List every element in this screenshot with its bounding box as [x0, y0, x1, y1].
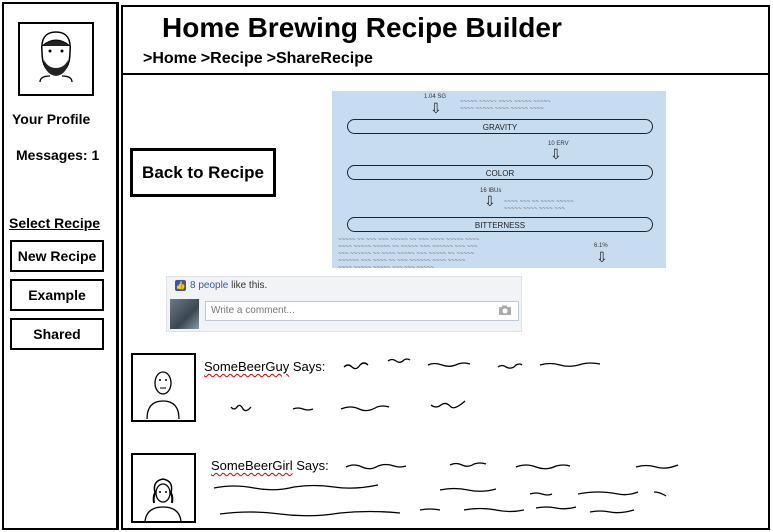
- down-arrow-icon: ⇩: [430, 100, 442, 116]
- comment-author: SomeBeerGuy Says:: [204, 359, 325, 374]
- profile-avatar[interactable]: [18, 22, 94, 96]
- back-to-recipe-button[interactable]: Back to Recipe: [130, 148, 276, 197]
- abv-value: 6.1%: [594, 243, 608, 249]
- comment-scribble-text: [345, 462, 679, 470]
- comment-author-name[interactable]: SomeBeerGuy: [204, 359, 290, 374]
- person-icon: [144, 478, 182, 522]
- diagram-note: ~~~~ ~~~ ~~ ~~~~ ~~~~~~~~~~ ~~~~ ~~~~ ~~…: [504, 199, 574, 212]
- page-title: Home Brewing Recipe Builder: [162, 12, 562, 43]
- bitterness-bar: BITTERNESS: [347, 217, 653, 232]
- shared-button[interactable]: Shared: [10, 318, 104, 350]
- sidebar: [2, 2, 119, 530]
- header: [121, 5, 770, 75]
- color-bar: COLOR: [347, 165, 653, 180]
- bearded-man-avatar-icon: [39, 31, 73, 83]
- like-count-link[interactable]: 8 people: [190, 280, 229, 291]
- diagram-note: ~~~~~ ~~~~~ ~~~~ ~~~~~ ~~~~~~~~~ ~~~~~ ~…: [460, 99, 551, 112]
- your-profile-link[interactable]: Your Profile: [12, 111, 91, 127]
- user-photo: [170, 299, 199, 329]
- like-summary: 8 people like this.: [190, 280, 267, 291]
- gravity-bar: GRAVITY: [347, 119, 653, 134]
- breadcrumb-share-recipe[interactable]: >ShareRecipe: [266, 50, 373, 67]
- bitterness-value: 16 IBUs: [480, 188, 502, 194]
- breadcrumb-home[interactable]: >Home: [143, 50, 197, 67]
- new-recipe-button[interactable]: New Recipe: [10, 240, 104, 272]
- gravity-value: 1.04 SG: [424, 94, 447, 100]
- person-icon: [146, 371, 180, 420]
- example-button[interactable]: Example: [10, 279, 104, 311]
- comment-scribble-text: [343, 358, 601, 370]
- main-content: [121, 75, 770, 530]
- comment-author-name[interactable]: SomeBeerGirl: [211, 458, 293, 473]
- down-arrow-icon: ⇩: [484, 193, 496, 209]
- comment-input[interactable]: Write a comment...: [205, 301, 519, 321]
- comment-scribble-text: [230, 400, 466, 412]
- like-icon[interactable]: 👍: [175, 280, 186, 291]
- down-arrow-icon: ⇩: [596, 249, 608, 265]
- messages-link[interactable]: Messages: 1: [16, 147, 100, 163]
- comment-says: Says:: [289, 359, 326, 374]
- select-recipe-heading: Select Recipe: [9, 215, 101, 231]
- commenter-avatar: [131, 353, 196, 422]
- down-arrow-icon: ⇩: [550, 146, 562, 162]
- breadcrumb: >Home>Recipe>ShareRecipe: [143, 50, 377, 68]
- diagram-paragraph: ~~~~~ ~~ ~~~ ~~~ ~~~~~ ~~ ~~~ ~~~~ ~~~~~…: [338, 237, 480, 268]
- camera-icon[interactable]: [498, 305, 512, 316]
- like-suffix: like this.: [228, 280, 268, 291]
- recipe-diagram-image: 1.04 SG ⇩ ~~~~~ ~~~~~ ~~~~ ~~~~~ ~~~~~~~…: [332, 91, 666, 268]
- breadcrumb-recipe[interactable]: >Recipe: [200, 50, 263, 67]
- comment-says: Says:: [292, 458, 329, 473]
- color-value: 10 ERV: [548, 141, 569, 147]
- comment-author: SomeBeerGirl Says:: [211, 458, 329, 473]
- commenter-avatar: [131, 453, 196, 523]
- comment-scribble-text: [213, 484, 667, 517]
